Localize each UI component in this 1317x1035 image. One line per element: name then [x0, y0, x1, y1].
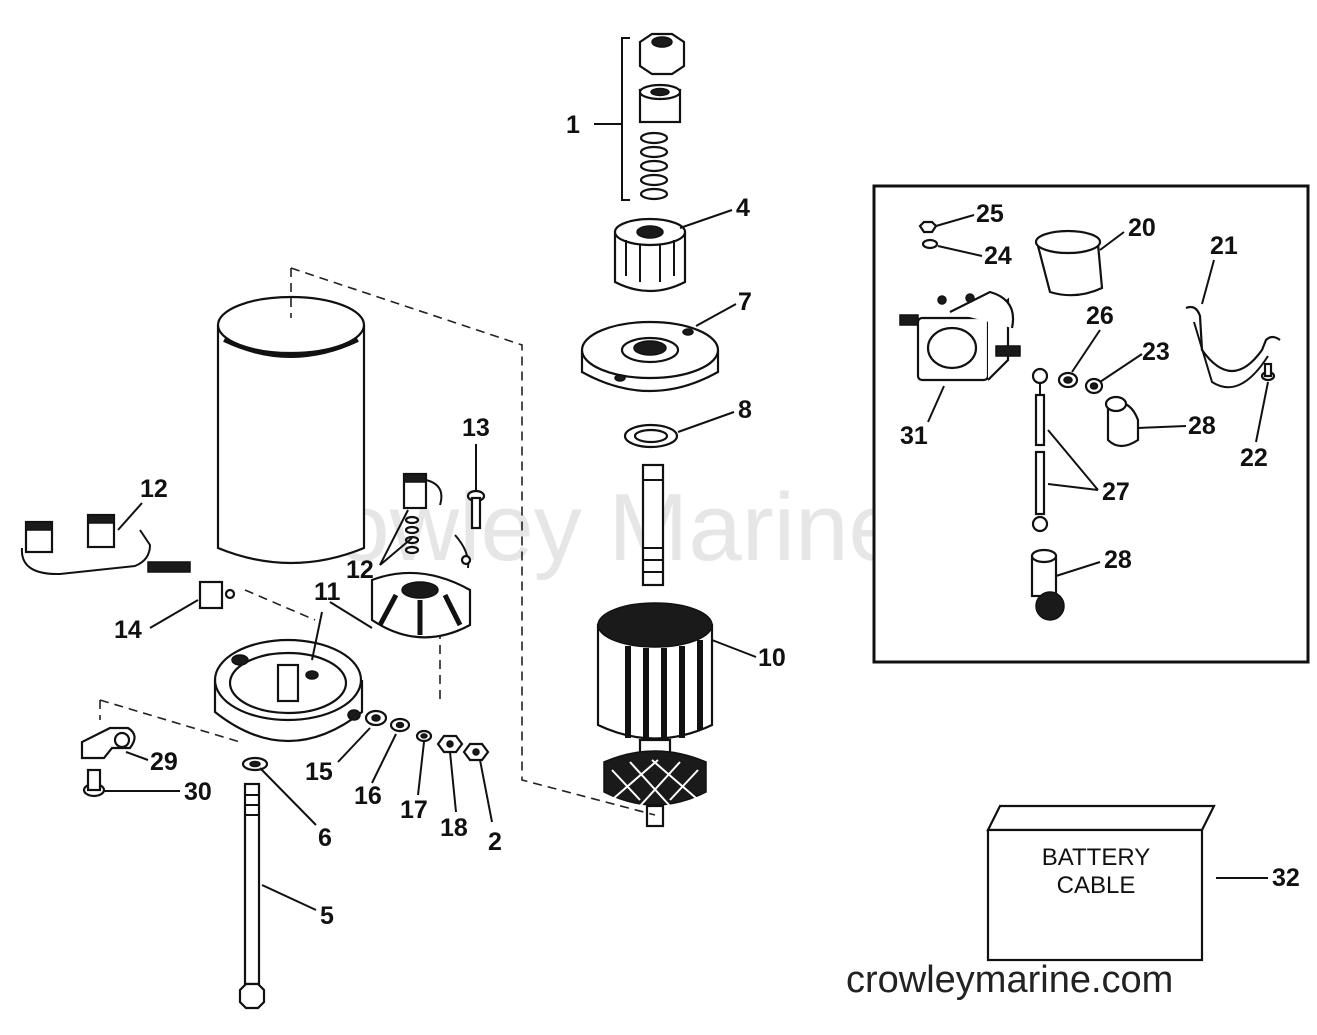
part-28-boot-lower [1030, 548, 1065, 621]
assembly-guide-lines [99, 267, 656, 816]
part-32-battery-cable-box: BATTERY CABLE [986, 804, 1216, 962]
part-29-clamp [80, 726, 136, 760]
callout-27: 27 [1102, 478, 1130, 506]
part-10-armature [596, 463, 714, 828]
site-url: crowleymarine.com [846, 959, 1173, 1001]
callout-17: 17 [400, 796, 428, 824]
part-21-bracket [1185, 305, 1281, 389]
callout-26: 26 [1086, 302, 1114, 330]
callout-21: 21 [1210, 232, 1238, 260]
part-18-nut [436, 734, 464, 754]
part-17-lockwasher [415, 729, 433, 743]
part-26-washer [1057, 371, 1079, 389]
callout-31: 31 [900, 422, 928, 450]
callout-29: 29 [150, 748, 178, 776]
part-16-washer [389, 717, 411, 733]
frame-housing [216, 295, 366, 565]
part-30-screw [82, 768, 106, 798]
part-31-solenoid [899, 290, 1021, 382]
battery-label-line1: BATTERY [1042, 844, 1150, 871]
callout-22: 22 [1240, 444, 1268, 472]
callout-32: 32 [1272, 864, 1300, 892]
part-15-washer [364, 709, 388, 727]
part-13-screw [454, 489, 486, 569]
callout-16: 16 [354, 782, 382, 810]
callout-23: 23 [1142, 338, 1170, 366]
callout-15: 15 [305, 758, 333, 786]
part-11-brush-plate [370, 571, 472, 639]
callout-20: 20 [1128, 214, 1156, 242]
part-28-boot-upper [1104, 395, 1140, 448]
callout-6: 6 [318, 824, 332, 852]
callout-1: 1 [566, 111, 580, 139]
callout-numbers: 1 4 7 8 10 13 12 12 11 14 15 16 17 18 2 … [114, 111, 1300, 930]
part-22-screw [1260, 362, 1276, 382]
callout-18: 18 [440, 814, 468, 842]
commutator-end-cap [213, 638, 364, 743]
callout-8: 8 [738, 396, 752, 424]
callout-4: 4 [736, 194, 750, 222]
callout-2: 2 [488, 828, 502, 856]
callout-13: 13 [462, 414, 490, 442]
callout-14: 14 [114, 616, 142, 644]
part-1-nut-spring-assembly [621, 32, 686, 201]
callout-24: 24 [984, 242, 1012, 270]
callout-7: 7 [738, 288, 752, 316]
callout-25: 25 [976, 200, 1004, 228]
part-7-drive-end-cap [580, 320, 720, 392]
part-14-terminal-block [198, 580, 236, 610]
battery-label-line2: CABLE [1057, 872, 1136, 899]
callout-5: 5 [320, 902, 334, 930]
part-25-nut [918, 220, 938, 234]
part-27-cable [1031, 367, 1049, 533]
leader-lines [104, 123, 1269, 911]
part-4-drive-pinion [613, 217, 687, 292]
callout-28-upper: 28 [1188, 412, 1216, 440]
callout-12-brushes: 12 [140, 475, 168, 503]
part-8-washer [623, 423, 679, 449]
callout-11: 11 [314, 578, 341, 606]
part-2-nut [462, 742, 490, 762]
part-5-thru-bolt [238, 782, 266, 1010]
callout-30: 30 [184, 778, 212, 806]
part-12-brush-spring [402, 472, 443, 555]
part-24-lockwasher [921, 238, 939, 250]
part-23-nut [1084, 377, 1104, 395]
part-20-boot [1034, 229, 1104, 297]
callout-10: 10 [758, 644, 786, 672]
part-12-brush-set [20, 513, 191, 576]
part-6-washer [241, 756, 269, 772]
callout-28-lower: 28 [1104, 546, 1132, 574]
callout-12-spring: 12 [346, 556, 374, 584]
